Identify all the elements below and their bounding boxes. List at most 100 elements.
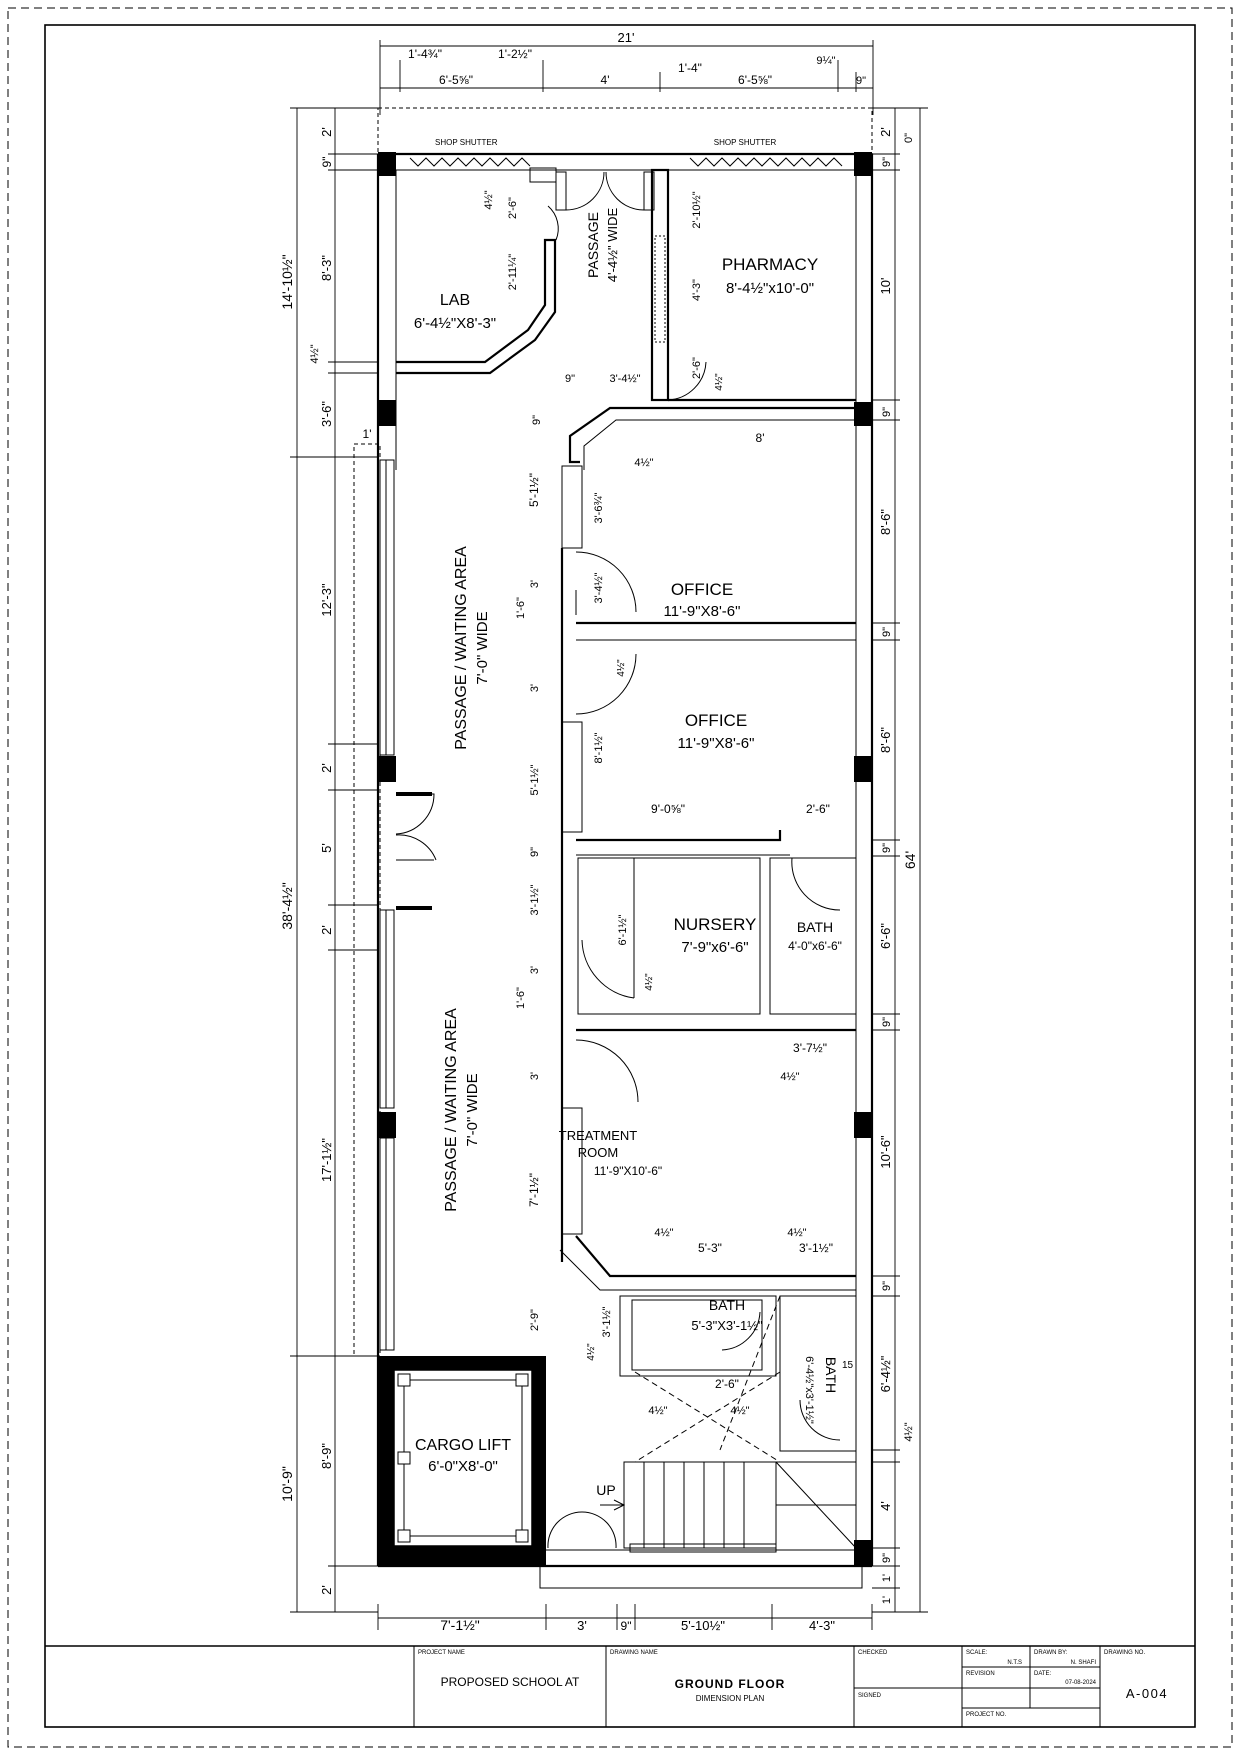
office1-size: 11'-9"X8'-6" bbox=[664, 603, 741, 620]
tb-drawing-no: A-004 bbox=[1126, 1686, 1168, 1701]
tb-project-name: PROPOSED SCHOOL AT bbox=[441, 1675, 580, 1689]
dim-right-17: 9" bbox=[881, 1553, 893, 1563]
dim-right-12: 10'-6" bbox=[878, 1135, 893, 1169]
dim-inner-33: 7'-1½" bbox=[527, 1173, 541, 1207]
tb-drawn-by: N. SHAFI bbox=[1071, 1660, 1097, 1666]
bath3-name: BATH bbox=[823, 1357, 839, 1393]
rear-setback bbox=[539, 1565, 863, 1589]
dim-inner-26: 6'-1½" bbox=[617, 914, 629, 945]
dim-right-5: 9" bbox=[881, 407, 893, 417]
dim-top-7: 9¼" bbox=[816, 55, 835, 67]
dim-top-1: 1'-4¾" bbox=[408, 47, 442, 61]
title-block: PROJECT NAME PROPOSED SCHOOL AT DRAWING … bbox=[45, 1645, 1195, 1727]
dim-left-a3: 8'-3" bbox=[319, 255, 334, 281]
dim-inner-35: 5'-3" bbox=[698, 1241, 722, 1255]
tb-drawing-no-label: DRAWING NO. bbox=[1104, 1650, 1145, 1656]
treatment-size: 11'-9"X10'-6" bbox=[594, 1164, 662, 1178]
dim-left-c1: 8'-9" bbox=[319, 1443, 334, 1469]
dim-inner-13: 5'-1½" bbox=[527, 473, 541, 507]
front-setback bbox=[377, 107, 873, 155]
dim-right-9: 9" bbox=[881, 843, 893, 853]
stair-up-label: UP bbox=[596, 1482, 615, 1498]
dim-left-b2: 2' bbox=[319, 763, 334, 773]
left-dimensions-inner: 2' 9" 8'-3" 4½" 3'-6" 12'-3" 2' 5' 2' 17… bbox=[309, 108, 378, 1612]
sheet-dashed-border bbox=[7, 7, 1233, 1748]
bath1-name: BATH bbox=[797, 919, 833, 935]
staircase: UP bbox=[596, 1295, 857, 1553]
dim-inner-31: 4½" bbox=[780, 1071, 799, 1083]
shutter-label-right: SHOP SHUTTER bbox=[714, 138, 777, 147]
pharmacy-name: PHARMACY bbox=[722, 255, 818, 274]
waiting-lower-name: PASSAGE / WAITING AREA bbox=[443, 1008, 460, 1212]
entrance-double-door bbox=[555, 171, 655, 211]
dim-top-5: 1'-4" bbox=[678, 61, 702, 75]
dim-right-15: 4½" bbox=[903, 1422, 915, 1441]
tb-date: 07-08-2024 bbox=[1065, 1680, 1096, 1686]
outer-walls bbox=[376, 152, 874, 1568]
bath2-size: 5'-3"X3'-1½" bbox=[691, 1318, 763, 1333]
dim-overall-width: 21' bbox=[618, 30, 635, 45]
nursery-room: NURSERY 7'-9"x6'-6" bbox=[577, 857, 761, 1015]
dim-right-6: 8'-6" bbox=[878, 509, 893, 535]
dim-inner-4: 2'-10½" bbox=[691, 191, 703, 228]
dim-inner-9: 3'-4½" bbox=[609, 373, 640, 385]
dim-left-b5: 17'-1½" bbox=[319, 1138, 334, 1182]
dim-bottom-4: 5'-10½" bbox=[681, 1618, 725, 1633]
tb-signed-label: SIGNED bbox=[858, 1693, 882, 1699]
dim-inner-21: 5'-1½" bbox=[529, 764, 541, 795]
dim-right-2: 0" bbox=[903, 133, 915, 143]
tb-scale-label: SCALE: bbox=[966, 1650, 988, 1656]
office2-size: 11'-9"X8'-6" bbox=[678, 735, 755, 752]
dim-inner-16: 1'-6" bbox=[515, 597, 527, 619]
dim-inner-23: 2'-6" bbox=[806, 802, 830, 816]
dim-inner-43: 4½" bbox=[730, 1405, 749, 1417]
dim-inner-10: 9" bbox=[531, 415, 543, 425]
tb-drawing-name: GROUND FLOOR bbox=[675, 1677, 786, 1691]
dim-inner-19: 3' bbox=[529, 684, 541, 692]
dim-left-a1: 2' bbox=[319, 127, 334, 137]
dim-right-overall: 64' bbox=[902, 851, 918, 869]
dim-inner-29: 4½" bbox=[644, 973, 655, 991]
dim-inner-6: 2'-6" bbox=[691, 357, 703, 379]
tb-checked-label: CHECKED bbox=[858, 1650, 888, 1656]
dim-inner-1: 4½" bbox=[483, 190, 495, 209]
lift-size: 6'-0"X8'-0" bbox=[428, 1458, 498, 1475]
lab-name: LAB bbox=[440, 292, 470, 309]
dim-inner-2: 2'-6" bbox=[507, 197, 519, 219]
dim-top-4: 4' bbox=[601, 73, 610, 87]
stair-count: 15 bbox=[842, 1360, 854, 1371]
dim-inner-18: 4½" bbox=[616, 659, 627, 677]
dim-left-a5: 3'-6" bbox=[319, 401, 334, 427]
tb-scale: N.T.S bbox=[1007, 1660, 1022, 1666]
dim-inner-5: 4'-3" bbox=[691, 279, 703, 301]
dim-inner-11: 8' bbox=[756, 431, 765, 445]
dim-top-3: 6'-5⅝" bbox=[439, 73, 473, 87]
right-dimensions: 64' 2' 0" 9" 10' 9" 8'-6" 9" 8'-6" 9" 6'… bbox=[872, 107, 928, 1613]
tb-date-label: DATE: bbox=[1034, 1671, 1052, 1677]
treatment-name: TREATMENT bbox=[559, 1128, 638, 1143]
dim-bottom-1: 7'-1½" bbox=[440, 1617, 480, 1633]
tb-revision-label: REVISION bbox=[966, 1671, 995, 1677]
dim-inner-42: 4½" bbox=[648, 1405, 667, 1417]
left-wall-openings bbox=[353, 443, 437, 1357]
dim-right-10: 6'-6" bbox=[878, 923, 893, 949]
dim-inner-22: 9'-0⅝" bbox=[651, 802, 685, 816]
waiting-lower-size: 7'-0" WIDE bbox=[464, 1073, 481, 1146]
shop-shutter-left: SHOP SHUTTER bbox=[409, 138, 531, 167]
dim-right-16: 4' bbox=[878, 1501, 893, 1511]
dim-inner-3: 2'-11¼" bbox=[507, 254, 519, 290]
dim-inner-36: 4½" bbox=[787, 1227, 806, 1239]
treatment-name-2: ROOM bbox=[578, 1145, 618, 1160]
inner-dimensions: 4½" 2'-6" 2'-11¼" 2'-10½" 4'-3" 2'-6" 4½… bbox=[483, 190, 833, 1417]
waiting-upper-name: PASSAGE / WAITING AREA bbox=[453, 546, 470, 750]
dim-right-13: 9" bbox=[881, 1281, 893, 1291]
dim-left-c2: 2' bbox=[319, 1585, 334, 1595]
waiting-upper-size: 7'-0" WIDE bbox=[474, 611, 491, 684]
dim-right-4: 10' bbox=[878, 278, 893, 295]
dim-inner-25: 3'-1½" bbox=[529, 884, 541, 915]
passage-top-name: PASSAGE bbox=[585, 212, 601, 278]
dim-right-1: 2' bbox=[878, 127, 893, 137]
nursery-name: NURSERY bbox=[674, 915, 757, 934]
dim-inner-41: 2'-6" bbox=[715, 1377, 739, 1391]
